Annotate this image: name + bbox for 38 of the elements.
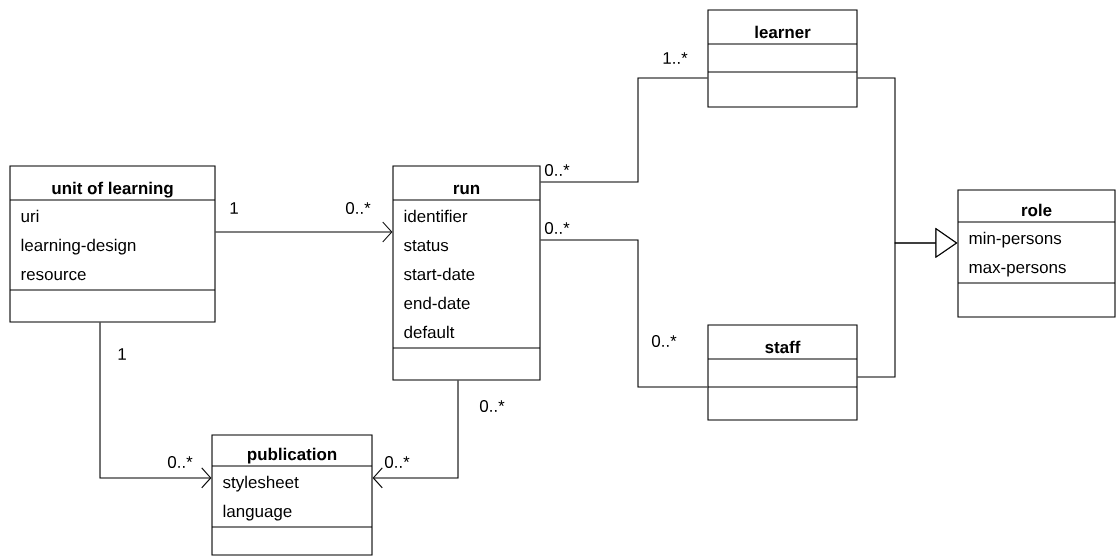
association-line <box>540 239 708 388</box>
association-arrow <box>99 322 212 489</box>
multiplicity-label: 0..* <box>544 222 570 234</box>
attribute-text: learning-design <box>21 238 136 255</box>
multiplicity-label: 0..* <box>167 456 193 468</box>
multiplicity-label: 0..* <box>544 164 570 176</box>
multiplicity-label: 0..* <box>651 335 677 347</box>
attribute-text: language <box>223 504 292 521</box>
class-name: role <box>1022 203 1052 217</box>
class-box <box>707 324 858 421</box>
class-box <box>707 9 858 108</box>
attribute-text: min-persons <box>969 231 1062 248</box>
attribute-text: uri <box>21 209 39 223</box>
class-name: staff <box>765 340 801 354</box>
attribute-text: stylesheet <box>223 475 299 492</box>
multiplicity-label: 1 <box>118 348 126 360</box>
multiplicity-label: 1..* <box>663 52 688 64</box>
class-name: run <box>453 184 480 195</box>
attribute-text: default <box>404 325 455 339</box>
class-box <box>392 165 541 381</box>
class-name: publication <box>247 447 337 464</box>
class-box <box>211 434 373 556</box>
attribute-text: status <box>404 240 449 252</box>
association-arrow <box>215 221 393 243</box>
attribute-text: max-persons <box>969 263 1066 277</box>
multiplicity-label: 0..* <box>345 202 371 214</box>
association-line <box>540 77 708 183</box>
multiplicity-label: 0..* <box>479 400 505 412</box>
association-arrow <box>372 380 459 489</box>
attribute-text: identifier <box>404 209 468 223</box>
class-box <box>9 165 216 323</box>
multiplicity-label: 0..* <box>384 456 410 468</box>
attribute-text: start-date <box>404 267 475 281</box>
class-box <box>957 189 1116 318</box>
attribute-text: end-date <box>404 296 470 310</box>
attribute-text: resource <box>21 270 86 281</box>
class-name: learner <box>755 25 811 39</box>
class-name: unit of learning <box>52 181 173 198</box>
